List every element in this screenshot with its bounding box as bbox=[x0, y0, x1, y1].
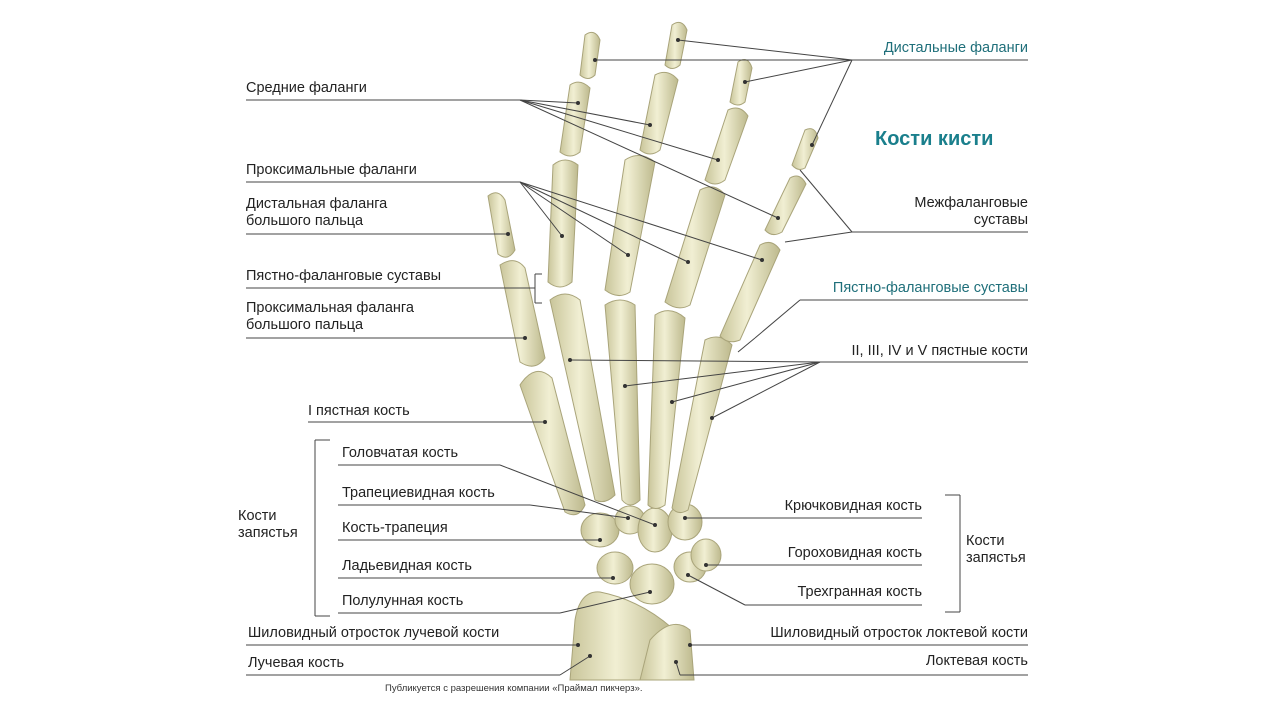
label-line: Кости bbox=[238, 508, 277, 524]
ring-metacarpal bbox=[647, 310, 686, 509]
label-carpals-left: Кости запястья bbox=[238, 508, 298, 542]
little-middle-phalanx bbox=[764, 175, 807, 236]
thumb-proximal-phalanx bbox=[499, 260, 546, 367]
label-first-metacarpal: I пястная кость bbox=[308, 403, 410, 419]
label-lunate: Полулунная кость bbox=[342, 593, 464, 609]
label-ulnar-styloid: Шиловидный отросток локтевой кости bbox=[770, 625, 1028, 641]
label-carpals-right: Кости запястья bbox=[966, 533, 1026, 567]
label-distal-phalanx-thumb: Дистальная фаланга большого пальца bbox=[246, 196, 387, 230]
label-distal-phalanges: Дистальные фаланги bbox=[883, 40, 1028, 56]
label-line: большого пальца bbox=[246, 213, 364, 229]
pisiform-bone bbox=[690, 538, 722, 572]
label-hamate: Крючковидная кость bbox=[784, 498, 922, 514]
ulna-bone bbox=[639, 623, 695, 681]
label-trapezium: Кость-трапеция bbox=[342, 520, 448, 536]
leader-lines bbox=[246, 39, 1028, 676]
ring-middle-phalanx bbox=[704, 107, 749, 185]
middle-proximal-phalanx bbox=[604, 155, 656, 296]
ring-proximal-phalanx bbox=[664, 186, 726, 309]
label-capitate: Головчатая кость bbox=[342, 445, 459, 461]
capitate-bone bbox=[637, 507, 673, 553]
label-triquetrum: Трехгранная кость bbox=[797, 584, 923, 600]
label-line: Кости bbox=[966, 533, 1005, 549]
ring-distal-phalanx bbox=[729, 59, 753, 106]
label-proximal-phalanges: Проксимальные фаланги bbox=[246, 162, 417, 178]
thumb-distal-phalanx bbox=[487, 192, 516, 258]
lunate-bone bbox=[629, 563, 675, 605]
diagram-title: Кости кисти bbox=[875, 128, 994, 150]
bones bbox=[487, 21, 819, 681]
index-proximal-phalanx bbox=[547, 159, 579, 288]
little-metacarpal bbox=[671, 336, 733, 514]
label-line: суставы bbox=[973, 212, 1028, 228]
little-distal-phalanx bbox=[791, 128, 819, 170]
index-metacarpal bbox=[549, 293, 616, 503]
label-scaphoid: Ладьевидная кость bbox=[342, 558, 472, 574]
thumb-metacarpal bbox=[519, 370, 586, 516]
label-line: Проксимальная фаланга bbox=[246, 300, 414, 316]
label-line: большого пальца bbox=[246, 317, 364, 333]
label-middle-phalanges: Средние фаланги bbox=[246, 80, 367, 96]
label-radial-styloid: Шиловидный отросток лучевой кости bbox=[248, 625, 500, 641]
index-middle-phalanx bbox=[559, 81, 591, 157]
label-radius: Лучевая кость bbox=[248, 655, 345, 671]
label-trapezoid: Трапециевидная кость bbox=[342, 485, 495, 501]
middle-distal-phalanx bbox=[664, 21, 688, 69]
permission-credit: Публикуется с разрешения компании «Прайм… bbox=[385, 683, 643, 694]
label-line: Дистальная фаланга bbox=[246, 196, 388, 212]
label-line: запястья bbox=[238, 525, 298, 541]
label-mcp-joints-left: Пястно-фаланговые суставы bbox=[246, 268, 442, 284]
middle-metacarpal bbox=[604, 299, 641, 506]
label-ulna: Локтевая кость bbox=[925, 653, 1028, 669]
label-line: запястья bbox=[966, 550, 1026, 566]
label-proximal-phalanx-thumb: Проксимальная фаланга большого пальца bbox=[246, 300, 414, 334]
middle-middle-phalanx bbox=[639, 71, 679, 155]
label-pisiform: Гороховидная кость bbox=[787, 545, 922, 561]
label-metacarpals-2-5: II, III, IV и V пястные кости bbox=[851, 343, 1029, 359]
scaphoid-bone bbox=[596, 551, 634, 585]
little-proximal-phalanx bbox=[719, 241, 781, 343]
leader-dots bbox=[506, 38, 814, 664]
index-distal-phalanx bbox=[579, 31, 601, 79]
label-interphalangeal-joints: Межфаланговые суставы bbox=[914, 195, 1028, 229]
label-line: Межфаланговые bbox=[914, 195, 1028, 211]
label-mcp-joints-right: Пястно-фаланговые суставы bbox=[832, 280, 1028, 296]
